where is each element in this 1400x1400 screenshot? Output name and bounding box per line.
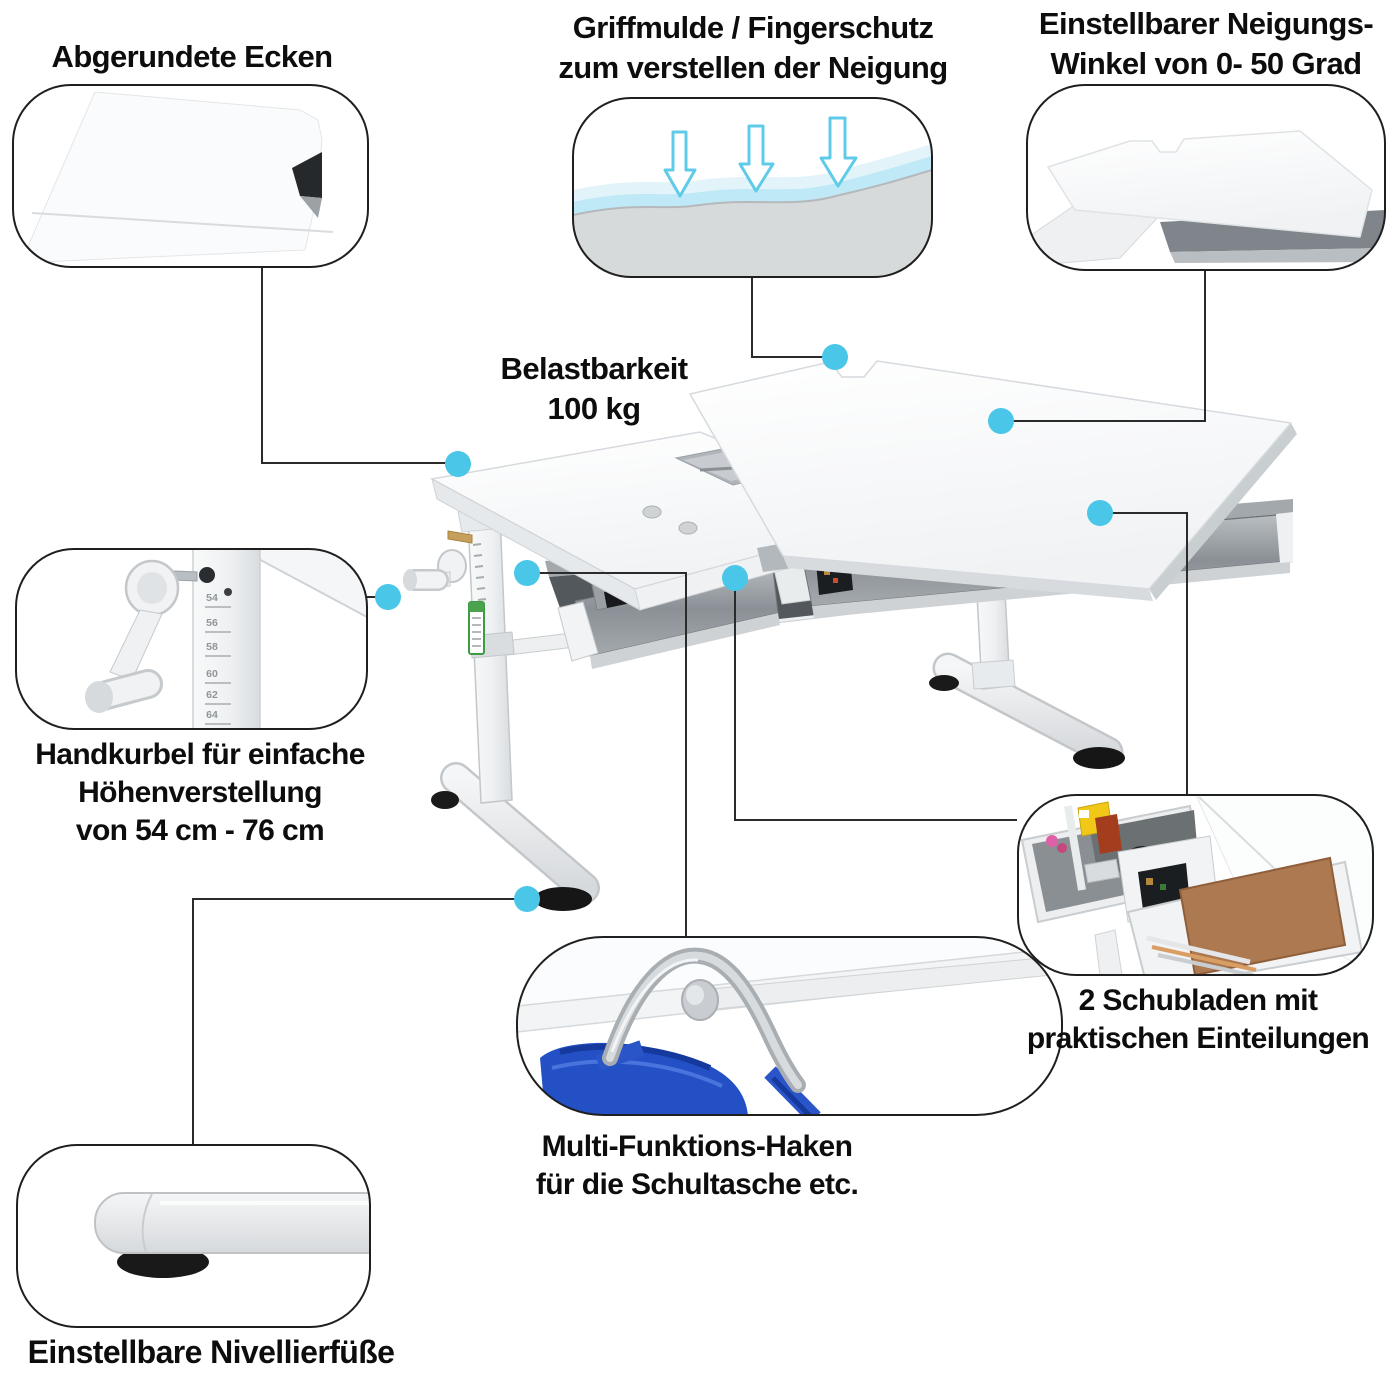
marker-feet [514,886,540,912]
load-capacity-title: Belastbarkeit 100 kg [448,349,740,429]
desk-illustration [403,360,1297,911]
connector-rounded-corners [261,267,447,464]
height-label-sticker [468,601,485,655]
marker-dots [375,344,1113,912]
rear-foot-pad [929,675,959,691]
tilt-title-line2: Winkel von 0- 50 Grad [1050,46,1363,81]
scale-number: 64 [206,709,218,721]
drawers-title-line1: 2 Schubladen mit [1078,984,1318,1017]
marker-tilt [988,408,1014,434]
crank-title-line2: Höhenverstellung [78,776,322,809]
hook-title: Multi-Funktions-Haken für die Schultasch… [497,1128,897,1204]
crank-title: Handkurbel für einfache Höhenverstellung… [2,736,398,850]
drawers-title-line2: praktischen Einteilungen [1026,1022,1370,1055]
drawers-title: 2 Schubladen mit praktischen Einteilunge… [1000,982,1396,1058]
tilt-callout [1026,84,1386,271]
rounded-corners-title: Abgerundete Ecken [51,39,334,74]
marker-drawer-right [1087,500,1113,526]
grip-callout [572,97,933,278]
leveling-feet-title: Einstellbare Nivellierfüße [27,1334,395,1370]
tilt-angle-title: Einstellbarer Neigungs- Winkel von 0- 50… [1008,4,1400,84]
scale-number: 60 [206,668,218,680]
desk-corner-icon [21,91,334,263]
marker-corner [445,451,471,477]
connector-drawer-right [1112,512,1188,794]
marker-grip [822,344,848,370]
press-down-arrows [663,116,858,198]
connector-drawer-left [734,589,1017,821]
height-scale-ticks [205,606,231,725]
rounded-corners-callout [12,84,369,268]
grip-title-line2: zum verstellen der Neigung [558,50,948,85]
scale-number: 56 [206,617,218,629]
marker-drawer-left [722,565,748,591]
hand-crank [403,530,473,591]
marker-crank [375,584,401,610]
hook-title-line2: für die Schultasche etc. [535,1168,859,1201]
grip-groove-icon [573,116,932,277]
leveling-foot-callout [16,1144,371,1328]
tilt-title-line1: Einstellbarer Neigungs- [1038,6,1374,41]
load-title-line2: 100 kg [547,391,642,426]
scale-number: 54 [206,592,218,604]
front-right-foot-pad [1073,747,1125,769]
load-title-line1: Belastbarkeit [500,351,689,386]
front-left-foot-pad [534,887,592,911]
connector-lines [192,267,1206,1144]
connector-grip [751,277,824,358]
leveling-foot-icon [94,1192,370,1278]
hook [602,947,806,1093]
open-drawers-icon [1020,795,1373,975]
drawers-callout [1017,794,1374,976]
grip-title: Griffmulde / Fingerschutz zum verstellen… [533,8,973,88]
crank-callout: 54 56 58 60 62 64 [15,548,368,730]
hook-title-line1: Multi-Funktions-Haken [541,1130,853,1163]
hook-callout [516,936,1063,1116]
school-bag [540,1040,821,1115]
left-leg-group [403,503,600,911]
connector-tilt [1013,270,1206,422]
hand-crank-icon: 54 56 58 60 62 64 [85,549,367,729]
connector-feet [192,898,517,1144]
tilted-top-icon [1027,130,1385,267]
grip-title-line1: Griffmulde / Fingerschutz [572,10,934,45]
marker-hook [514,560,540,586]
connector-hook [538,572,687,936]
scale-number: 58 [206,641,218,653]
crank-title-line1: Handkurbel für einfache [35,738,365,771]
scale-number: 62 [206,689,218,701]
crank-title-line3: von 54 cm - 76 cm [75,814,325,847]
bag-hook-icon [517,937,1062,1115]
